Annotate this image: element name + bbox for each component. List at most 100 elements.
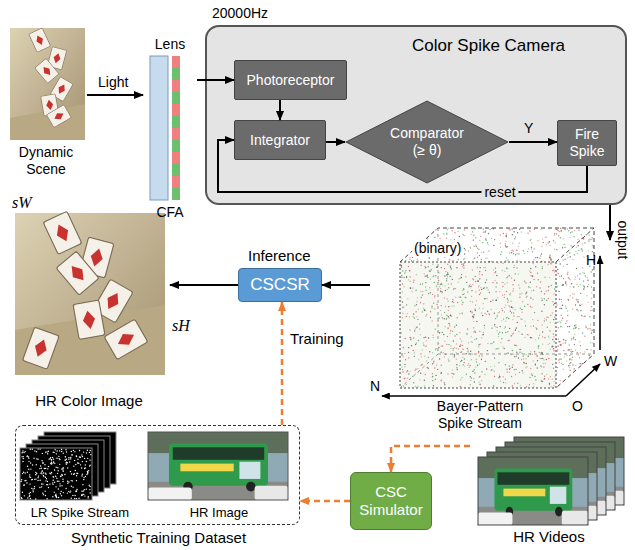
spike-dot <box>69 492 70 493</box>
spike-dot <box>438 272 439 273</box>
spike-dot <box>410 257 411 258</box>
spike-dot <box>578 301 579 302</box>
spike-dot <box>520 307 521 308</box>
spike-dot <box>77 459 78 460</box>
spike-dot <box>489 261 490 262</box>
spike-dot <box>405 359 406 360</box>
spike-dot <box>551 261 552 262</box>
spike-dot <box>56 450 57 451</box>
spike-dot <box>464 235 465 236</box>
spike-dot <box>488 233 489 234</box>
spike-dot <box>514 265 515 266</box>
spike-dot <box>436 267 437 268</box>
spike-dot <box>545 237 546 238</box>
spike-dot <box>494 376 495 377</box>
spike-dot <box>456 343 457 344</box>
spike-dot <box>579 341 580 342</box>
spike-dot <box>43 472 44 473</box>
spike-dot <box>470 247 471 248</box>
spike-dot <box>489 292 490 293</box>
spike-dot <box>444 384 445 385</box>
spike-dot <box>467 349 468 350</box>
spike-dot <box>448 306 449 307</box>
spike-dot <box>543 242 544 243</box>
spike-dot <box>509 229 510 230</box>
spike-dot <box>22 473 23 474</box>
spike-dot <box>487 350 488 351</box>
spike-dot <box>490 343 491 344</box>
spike-dot <box>457 317 458 318</box>
spike-dot <box>545 290 546 291</box>
spike-dot <box>471 285 472 286</box>
spike-dot <box>530 297 531 298</box>
spike-dot <box>560 314 561 315</box>
spike-dot <box>473 245 474 246</box>
spike-dot <box>452 260 453 261</box>
spike-dot <box>491 327 492 328</box>
spike-dot <box>518 273 519 274</box>
spike-dot <box>432 376 433 377</box>
spike-dot <box>565 281 566 282</box>
spike-dot <box>22 461 23 462</box>
spike-dot <box>43 494 44 495</box>
spike-dot <box>64 459 65 460</box>
spike-dot <box>549 330 550 331</box>
spike-dot <box>516 267 517 268</box>
spike-dot <box>523 358 524 359</box>
spike-dot <box>534 351 535 352</box>
spike-dot <box>500 243 501 244</box>
spike-dot <box>564 244 565 245</box>
spike-dot <box>580 363 581 364</box>
spike-dot <box>549 322 550 323</box>
spike-dot <box>424 385 425 386</box>
spike-dot <box>423 308 424 309</box>
spike-dot <box>464 293 465 294</box>
spike-dot <box>515 309 516 310</box>
connector-arrow <box>326 141 345 143</box>
spike-dot <box>546 300 547 301</box>
spike-dot <box>562 285 563 286</box>
spike-dot <box>447 229 448 230</box>
spike-dot <box>66 451 67 452</box>
spike-dot <box>461 360 462 361</box>
spike-dot <box>537 257 538 258</box>
spike-dot <box>62 469 63 470</box>
spike-dot <box>568 365 569 366</box>
spike-dot <box>535 257 536 258</box>
spike-dot <box>495 271 496 272</box>
spike-dot <box>591 329 592 330</box>
spike-dot <box>576 309 577 310</box>
spike-dot <box>479 384 480 385</box>
spike-dot <box>544 293 545 294</box>
spike-dot <box>461 377 462 378</box>
spike-dot <box>573 370 574 371</box>
spike-dot <box>434 282 435 283</box>
spike-dot <box>448 287 449 288</box>
spike-dot <box>30 462 31 463</box>
spike-dot <box>502 286 503 287</box>
spike-dot <box>446 274 447 275</box>
spike-dot <box>552 346 553 347</box>
spike-dot <box>460 361 461 362</box>
spike-dot <box>572 356 573 357</box>
spike-dot <box>39 468 40 469</box>
spike-dot <box>503 318 504 319</box>
spike-dot <box>89 485 90 486</box>
spike-dot <box>39 448 40 449</box>
spike-dot <box>533 259 534 260</box>
spike-dot <box>509 328 510 329</box>
spike-dot <box>453 340 454 341</box>
spike-dot <box>593 246 594 247</box>
spike-dot <box>491 238 492 239</box>
spike-dot <box>482 334 483 335</box>
spike-dot <box>495 291 496 292</box>
spike-dot <box>489 314 490 315</box>
spike-dot <box>506 352 507 353</box>
spike-dot <box>409 270 410 271</box>
spike-dot <box>505 243 506 244</box>
spike-dot <box>516 352 517 353</box>
spike-dot <box>34 488 35 489</box>
spike-dot <box>468 367 469 368</box>
spike-dot <box>450 332 451 333</box>
spike-dot <box>567 271 568 272</box>
